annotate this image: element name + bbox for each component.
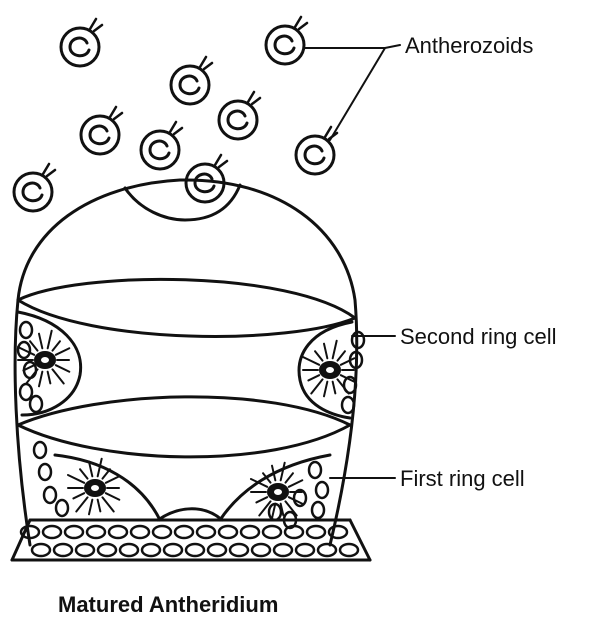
cell-oval — [120, 544, 138, 556]
antherozoid-icon — [219, 92, 260, 139]
cell-oval — [20, 322, 32, 338]
cell-oval — [340, 544, 358, 556]
cell-oval — [197, 526, 215, 538]
antherozoid-icon — [14, 164, 55, 211]
cell-oval — [34, 442, 46, 458]
cell-oval — [39, 464, 51, 480]
cell-oval — [30, 396, 42, 412]
nucleus — [303, 341, 354, 397]
cell-oval — [252, 544, 270, 556]
cell-oval — [153, 526, 171, 538]
cell-oval — [20, 384, 32, 400]
cell-oval — [87, 526, 105, 538]
cell-oval — [316, 482, 328, 498]
cell-oval — [208, 544, 226, 556]
cell-oval — [274, 544, 292, 556]
cell-oval — [109, 526, 127, 538]
cell-oval — [307, 526, 325, 538]
antherozoid-icon — [296, 127, 337, 174]
cell-oval — [56, 500, 68, 516]
cell-oval — [32, 544, 50, 556]
cell-oval — [76, 544, 94, 556]
cell-oval — [44, 487, 56, 503]
cell-oval — [131, 526, 149, 538]
antherozoids-label: Antherozoids — [405, 33, 533, 58]
cell-oval — [65, 526, 83, 538]
cell-oval — [318, 544, 336, 556]
cell-oval — [175, 526, 193, 538]
antherozoid-icon — [171, 57, 212, 104]
first-ring-cell-label: First ring cell — [400, 466, 525, 491]
cell-oval — [342, 397, 354, 413]
cell-oval — [186, 544, 204, 556]
antherozoid-icon — [81, 107, 122, 154]
antherozoid-icon — [186, 155, 227, 202]
cell-oval — [285, 526, 303, 538]
cell-oval — [54, 544, 72, 556]
cell-oval — [43, 526, 61, 538]
cell-oval — [98, 544, 116, 556]
nucleus — [68, 459, 119, 515]
cell-oval — [164, 544, 182, 556]
cell-oval — [312, 502, 324, 518]
figure-caption: Matured Antheridium — [58, 592, 278, 617]
cell-oval — [230, 544, 248, 556]
second-ring-cell-label: Second ring cell — [400, 324, 557, 349]
antherozoids-group — [14, 17, 337, 211]
antherozoid-icon — [266, 17, 307, 64]
cell-oval — [296, 544, 314, 556]
cell-oval — [241, 526, 259, 538]
cell-oval — [142, 544, 160, 556]
antherozoid-icon — [61, 19, 102, 66]
cell-oval — [263, 526, 281, 538]
cell-oval — [309, 462, 321, 478]
antherozoid-icon — [141, 122, 182, 169]
cell-oval — [219, 526, 237, 538]
